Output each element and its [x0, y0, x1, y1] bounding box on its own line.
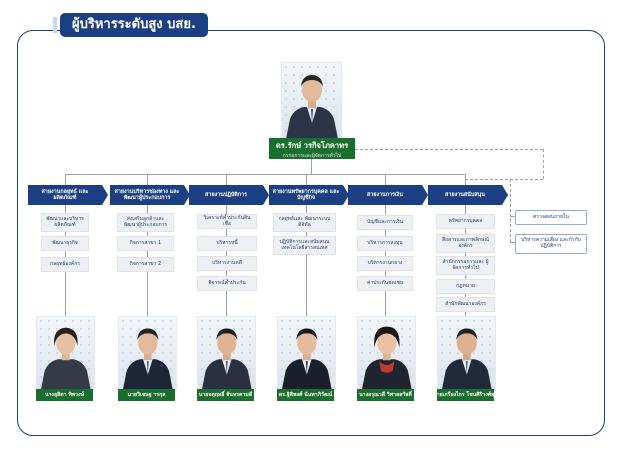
ceo-portrait-icon: [286, 75, 338, 139]
sub-unit-d6-4: กฎหมาย: [436, 279, 495, 294]
side-unit-audit: ตรวจสอบภายใน: [515, 210, 587, 225]
sub-unit-d5-4: ค่าประกันชดเชย: [357, 276, 413, 291]
department-channel: สายงานบริหารช่องทาง และพัฒนาผู้ประกอบการ: [110, 185, 190, 205]
side-dotted-line-top: [355, 149, 543, 150]
sub-unit-d3-2: บริหารหนี้: [197, 236, 257, 251]
dept-drop-5: [385, 174, 386, 185]
side-dotted-line-vertical: [543, 149, 544, 179]
executive-portrait-icon: [441, 328, 492, 390]
sub-unit-d6-5: สำนักพัฒนาองค์กร: [436, 297, 495, 312]
org-chart-frame: [17, 30, 605, 436]
dept-drop-1: [65, 174, 66, 185]
department-support: สายงานสนับสนุน: [428, 185, 508, 205]
dept-drop-2: [147, 174, 148, 185]
executive-portrait-icon: [122, 328, 173, 390]
executive-photo-5: [357, 316, 416, 391]
executive-name-1: นางอุสิตา ทิพวงษ์: [36, 389, 93, 401]
ceo-name: ดร.รักษ์ วรกิจโภคาทร: [275, 141, 349, 150]
dept-drop-4: [306, 174, 307, 185]
sub-unit-d3-3: บริหารงานคดี: [197, 256, 257, 271]
sub-unit-d1-1: พัฒนาและบริหาร ผลิตภัณฑ์: [41, 213, 89, 232]
executive-portrait-icon: [201, 328, 252, 390]
ceo-name-bar: ดร.รักษ์ วรกิจโภคาทร กรรมการและผู้จัดการ…: [269, 138, 355, 159]
department-bus-line: [65, 174, 465, 175]
side-dotted-audit: [510, 216, 515, 217]
department-strategy: สายงานกลยุทธ์ และผลิตภัณฑ์: [28, 185, 108, 205]
executive-name-5: นางอรุณวดี วิศาลสวัสดิ์: [357, 389, 414, 401]
sub-unit-d5-2: บริหารการลงทุน: [357, 236, 413, 251]
sub-unit-d6-2: สื่อสารและภาพลักษณ์ องค์กร: [436, 234, 495, 253]
department-it: สายงานทรัพยากรบุคคล และบัญชีกิจ: [269, 185, 349, 205]
sub-unit-d6-1: ทรัพยากรบุคคล: [436, 214, 495, 229]
executive-name-6: นายเกรียงไกร โชนศิริวงศ์สุข: [433, 389, 498, 401]
dept-drop-3: [226, 174, 227, 185]
sub-unit-d3-1: วิเคราะห์ค้ำประกันสินเชื่อ: [197, 214, 257, 229]
ceo-photo: [281, 62, 342, 140]
sub-unit-d6-3: สำนักกรรมการและ ผู้จัดการทั่วไป: [436, 256, 495, 275]
executive-portrait-icon: [40, 327, 91, 390]
executive-photo-2: [118, 316, 177, 391]
page-title: ผู้บริหารระดับสูง บสย.: [53, 13, 208, 37]
executive-portrait-icon: [281, 328, 332, 390]
dept4-vline: [306, 205, 307, 316]
executive-photo-4: [277, 316, 336, 391]
executive-portrait-icon: [361, 326, 412, 390]
department-operations: สายงานปฏิบัติการ: [189, 185, 269, 205]
sub-unit-d1-3: กลยุทธ์องค์กร: [41, 257, 89, 272]
department-finance: สายงานการเงิน: [348, 185, 428, 205]
executive-name-3: นายจตุฤทธิ์ จันทรคามดี: [197, 389, 254, 401]
sub-unit-d5-1: บัญชีและการเงิน: [357, 215, 413, 230]
executive-name-4: ดร.ฐิติพงศ์ นันทาภิวัฒน์: [277, 389, 334, 401]
sub-unit-d5-3: บริหารงานกลาง: [357, 256, 413, 271]
sub-unit-d2-1: ส่งเสริมลูกค้าและ พัฒนาผู้ประกอบการ: [117, 213, 174, 232]
executive-photo-1: [36, 316, 95, 391]
sub-unit-d3-4: พิจารณ์ค้ำประกัน: [197, 276, 257, 291]
executive-photo-3: [197, 316, 256, 391]
ceo-connector: [311, 159, 312, 174]
side-dotted-risk: [510, 242, 515, 243]
side-dotted-drop: [510, 179, 511, 242]
sub-unit-d4-2: ปฏิบัติการและสนับสนุน เทคโนโลยีสารสนเทศ: [273, 236, 336, 255]
executive-name-2: นายวิเชษฐ วรกุล: [118, 389, 175, 401]
sub-unit-d4-1: กลยุทธ์และ พัฒนาระบบดิจิทัล: [273, 213, 336, 232]
executive-photo-6: [437, 316, 496, 391]
side-dotted-line-mid: [465, 179, 543, 180]
sub-unit-d1-2: พัฒนาธุรกิจ: [41, 236, 89, 251]
side-unit-risk: บริหารความเสี่ยง และกำกับปฏิบัติการ: [515, 234, 587, 254]
sub-unit-d2-2: กิจการสาขา 1: [117, 236, 174, 251]
sub-unit-d2-3: กิจการสาขา 2: [117, 257, 174, 272]
ceo-role: กรรมการและผู้จัดการทั่วไป: [282, 153, 342, 159]
